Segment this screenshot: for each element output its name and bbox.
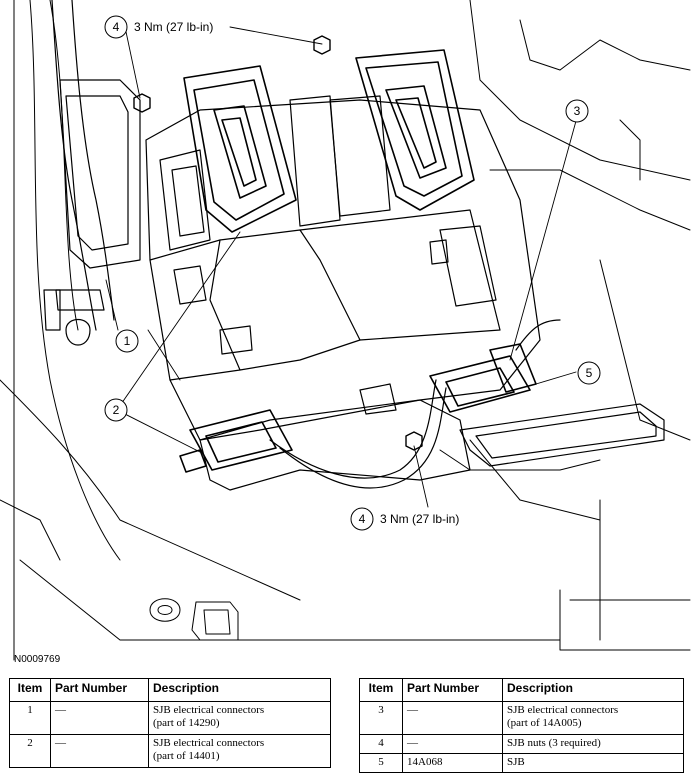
column-header-part-number: Part Number xyxy=(402,678,503,702)
description-line: SJB electrical connectors xyxy=(507,704,619,716)
description-line: SJB electrical connectors xyxy=(153,737,265,749)
sjb-connector-right-top xyxy=(355,49,475,211)
callout-number: 5 xyxy=(586,366,593,380)
part-number-cell: — xyxy=(402,734,503,754)
wiring-harness-left xyxy=(43,0,141,346)
parts-table-left: Item Part Number Description 1 — SJB ele… xyxy=(9,678,331,768)
callout-label: 3 Nm (27 lb-in) xyxy=(134,20,213,34)
callout-number: 2 xyxy=(113,403,120,417)
table-row: 2 — SJB electrical connectors(part of 14… xyxy=(9,734,331,768)
callout-leaders xyxy=(105,26,577,508)
sjb-connector-left-top xyxy=(183,65,297,233)
vehicle-structure xyxy=(0,0,691,661)
item-cell: 1 xyxy=(9,701,51,735)
sjb-connector-bottom-left xyxy=(179,409,293,473)
table-row: 1 — SJB electrical connectors(part of 14… xyxy=(9,701,331,735)
column-header-item: Item xyxy=(9,678,51,702)
column-header-item: Item xyxy=(359,678,403,702)
part-number-cell: — xyxy=(50,734,149,768)
column-header-description: Description xyxy=(148,678,331,702)
wiring-harness-center xyxy=(269,319,665,489)
column-header-description: Description xyxy=(502,678,684,702)
callout-circles xyxy=(104,15,601,531)
description-cell: SJB nuts (3 required) xyxy=(502,734,684,754)
part-number-cell: 14A068 xyxy=(402,753,503,773)
sjb-connector-right xyxy=(429,343,537,413)
description-cell: SJB electrical connectors(part of 14A005… xyxy=(502,701,684,735)
sjb-removal-illustration: 4 3 Nm (27 lb-in) 3 1 2 5 4 3 Nm (27 lb-… xyxy=(0,0,691,661)
callout-number: 1 xyxy=(124,334,131,348)
description-line: (part of 14401) xyxy=(153,750,220,762)
sjb-body xyxy=(145,95,541,491)
callout-label: 3 Nm (27 lb-in) xyxy=(380,512,459,526)
item-cell: 4 xyxy=(359,734,403,754)
table-row: 3 — SJB electrical connectors(part of 14… xyxy=(359,701,684,735)
item-cell: 2 xyxy=(9,734,51,768)
description-cell: SJB electrical connectors(part of 14290) xyxy=(148,701,331,735)
item-cell: 5 xyxy=(359,753,403,773)
sjb-nut-icon xyxy=(133,35,423,451)
parts-table-right: Item Part Number Description 3 — SJB ele… xyxy=(359,678,684,773)
table-row: 4 — SJB nuts (3 required) xyxy=(359,734,684,754)
description-line: (part of 14A005) xyxy=(507,717,582,729)
callout-number: 3 xyxy=(574,104,581,118)
description-line: SJB electrical connectors xyxy=(153,704,265,716)
callout-number: 4 xyxy=(113,20,120,34)
part-number-cell: — xyxy=(402,701,503,735)
callout-number: 4 xyxy=(359,512,366,526)
description-line: (part of 14290) xyxy=(153,717,220,729)
description-cell: SJB electrical connectors(part of 14401) xyxy=(148,734,331,768)
description-cell: SJB xyxy=(502,753,684,773)
part-number-cell: — xyxy=(50,701,149,735)
column-header-part-number: Part Number xyxy=(50,678,149,702)
figure-id: N0009769 xyxy=(14,654,61,665)
table-row: 5 14A068 SJB xyxy=(359,753,684,773)
item-cell: 3 xyxy=(359,701,403,735)
